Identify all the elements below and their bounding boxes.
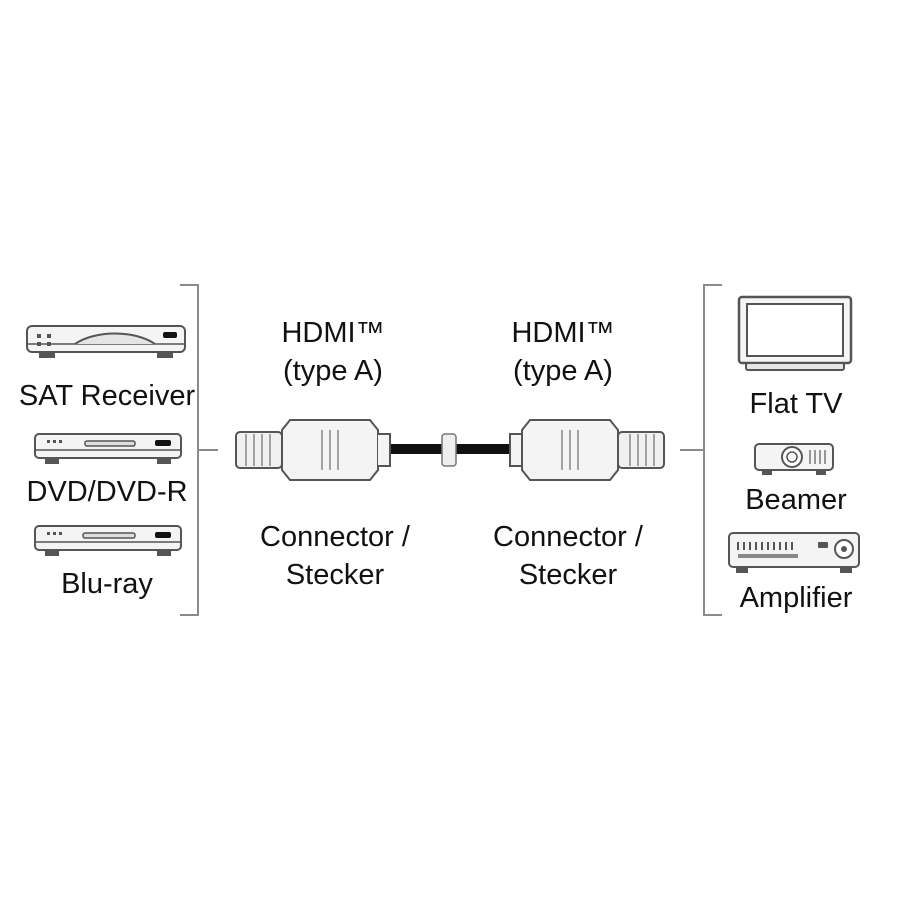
target-label-flat-tv: Flat TV: [749, 388, 843, 420]
left-connector-type: HDMI™: [281, 317, 385, 349]
projector-icon: [754, 443, 834, 475]
left-connector-caption: Connector / Stecker: [245, 518, 425, 594]
left-connector-type-label: HDMI™ (type A): [248, 314, 418, 390]
right-connector-subtype: (type A): [513, 355, 613, 387]
left-bracket: [180, 284, 218, 616]
ferrite-ring: [441, 433, 457, 467]
source-label-dvd: DVD/DVD-R: [26, 476, 188, 508]
right-bracket: [680, 284, 722, 616]
right-connector-type-label: HDMI™ (type A): [478, 314, 648, 390]
amplifier-icon: [728, 532, 860, 573]
right-hdmi-plug: [509, 419, 665, 481]
dvd-player-icon: [34, 433, 182, 464]
flat-tv-icon: [737, 295, 853, 371]
right-connector-type: HDMI™: [511, 317, 615, 349]
bluray-player-icon: [34, 525, 182, 556]
left-caption-line1: Connector /: [260, 521, 410, 553]
target-label-beamer: Beamer: [745, 484, 847, 516]
left-connector-subtype: (type A): [283, 355, 383, 387]
source-label-bluray: Blu-ray: [61, 568, 153, 600]
right-caption-line1: Connector /: [493, 521, 643, 553]
hdmi-cable: [235, 419, 665, 481]
right-caption-line2: Stecker: [518, 559, 618, 591]
source-label-sat-receiver: SAT Receiver: [18, 380, 196, 412]
sat-receiver-icon: [26, 325, 186, 358]
left-caption-line2: Stecker: [285, 559, 385, 591]
left-hdmi-plug: [235, 419, 391, 481]
right-connector-caption: Connector / Stecker: [478, 518, 658, 594]
target-label-amplifier: Amplifier: [739, 582, 853, 614]
